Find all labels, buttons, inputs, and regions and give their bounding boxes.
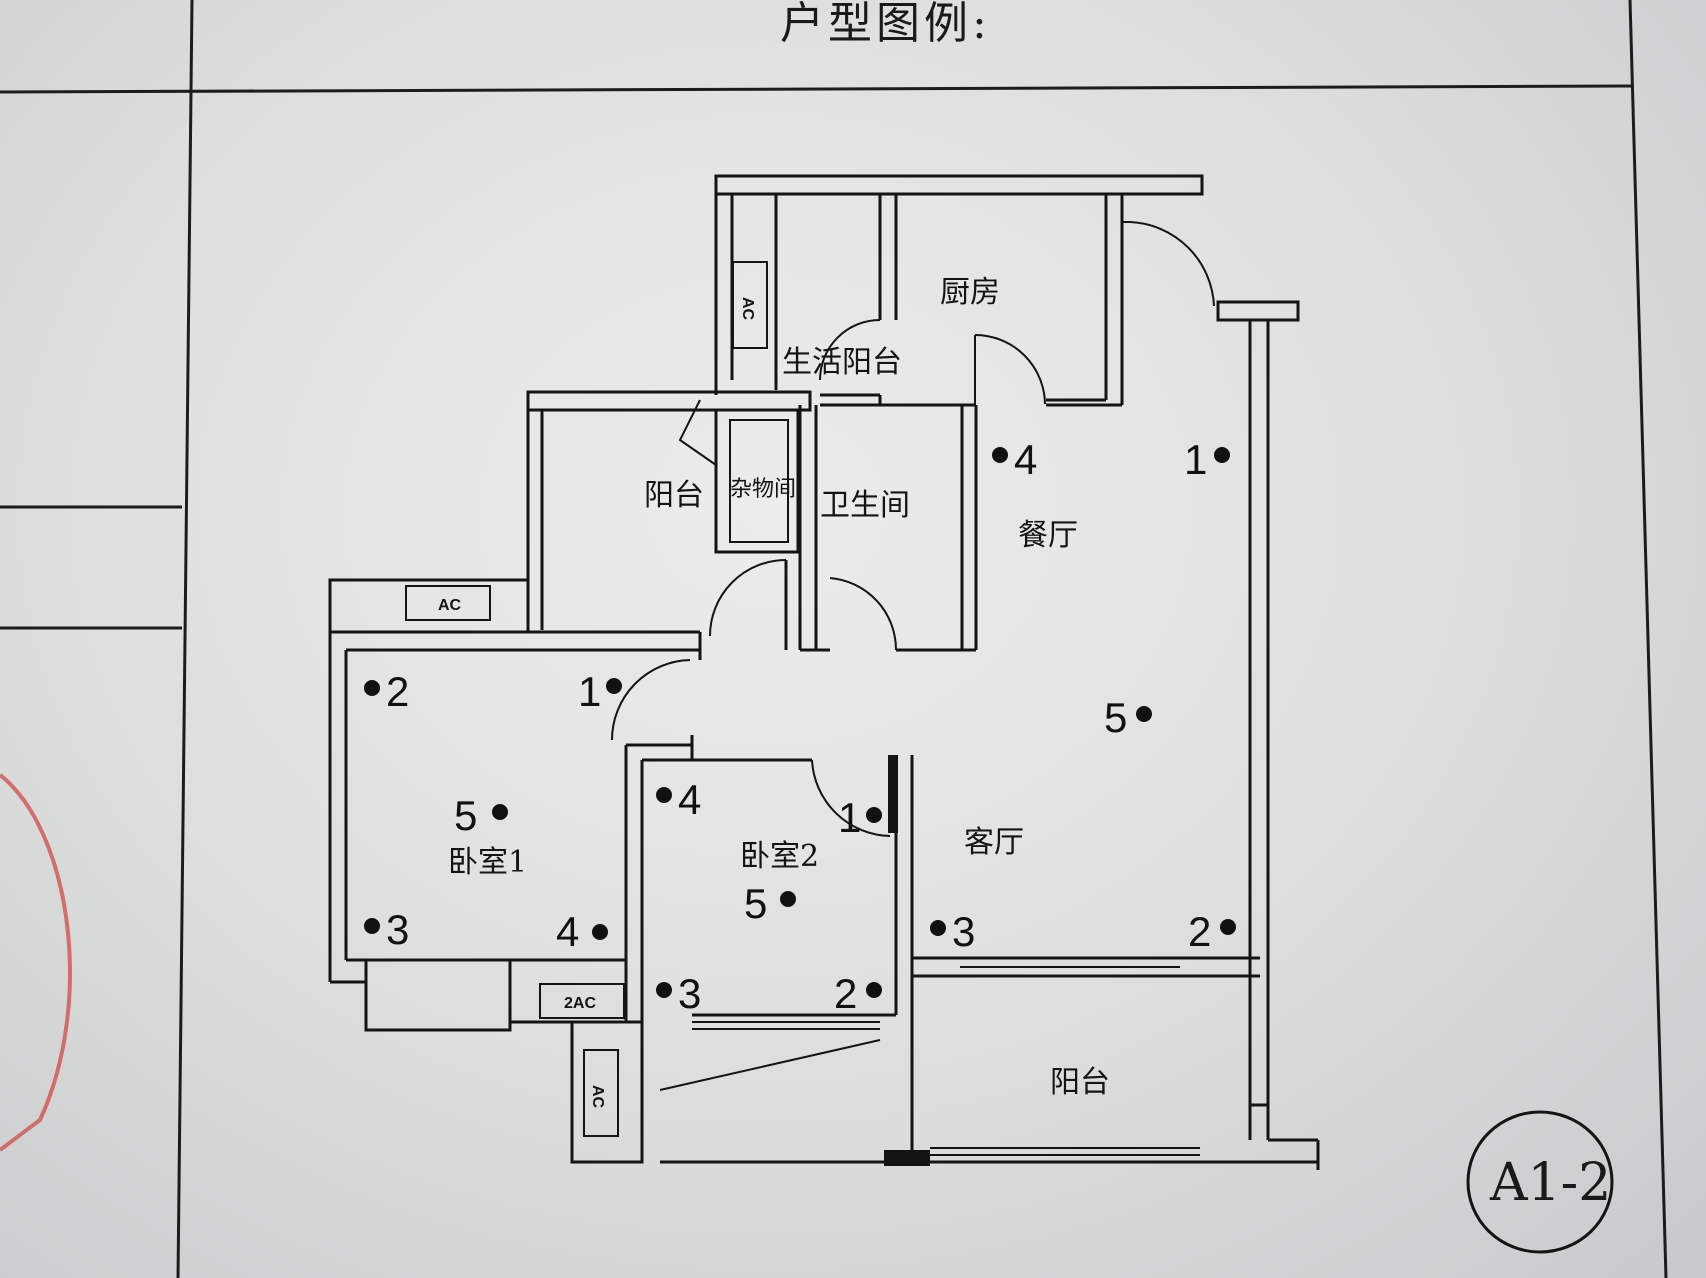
room-label-balcony-bottom: 阳台 <box>1050 1065 1110 1100</box>
plan-code-badge <box>1466 1110 1614 1254</box>
plan-code-label: A1-2 <box>1489 1153 1611 1213</box>
marker-dot <box>364 918 380 934</box>
marker-bed1-1: 1 <box>578 668 601 715</box>
red-stamp <box>0 773 72 1152</box>
balcony-ac-box <box>405 585 491 621</box>
marker-bed1-2: 2 <box>386 668 409 715</box>
room-label-dining: 餐厅 <box>1018 518 1078 553</box>
marker-dot <box>1136 706 1152 722</box>
walls <box>328 174 1320 1170</box>
balcony-ac-label: AC <box>438 597 462 614</box>
room-labels: 厨房 生活阳台 阳台 杂物间 卫生间 餐厅 客厅 卧室1 卧室2 阳台 <box>448 275 1110 1100</box>
room-label-storage: 杂物间 <box>730 477 796 502</box>
marker-dot <box>866 807 882 823</box>
outlet-markers: 4 1 5 3 2 2 1 5 3 4 4 1 5 3 2 <box>364 436 1236 1017</box>
marker-bed1-3: 3 <box>386 906 409 953</box>
bottom-ac-label: AC <box>589 1085 606 1109</box>
ac-units: AC AC 2AC AC <box>405 261 768 1137</box>
marker-bed2-2: 2 <box>834 970 857 1017</box>
marker-dot <box>780 891 796 907</box>
marker-bed1-4: 4 <box>556 908 579 955</box>
door-swings <box>611 221 1215 837</box>
marker-living-5: 5 <box>1104 694 1127 741</box>
room-label-bedroom2: 卧室2 <box>740 839 819 874</box>
marker-dot <box>656 982 672 998</box>
bottom-ac-box <box>583 1049 619 1137</box>
marker-bed2-3: 3 <box>678 970 701 1017</box>
kitchen-ac-label: AC <box>739 297 756 321</box>
marker-dot <box>592 924 608 940</box>
kitchen-ac-box <box>732 261 768 349</box>
sheet-frame <box>0 0 1668 1278</box>
marker-dining-1: 1 <box>1184 436 1207 483</box>
bedroom2-ac-box <box>539 983 625 1019</box>
page-title: 户型图例: <box>780 0 991 49</box>
bedroom2-ac-label: 2AC <box>564 995 596 1012</box>
marker-dot <box>606 678 622 694</box>
marker-dot <box>492 804 508 820</box>
marker-bed2-1: 1 <box>838 794 861 841</box>
marker-dining-4: 4 <box>1014 436 1037 483</box>
marker-dot <box>656 787 672 803</box>
marker-living-2: 2 <box>1188 908 1211 955</box>
marker-bed1-5: 5 <box>454 792 477 839</box>
marker-bed2-5: 5 <box>744 880 767 927</box>
marker-bed2-4: 4 <box>678 776 701 823</box>
marker-living-3: 3 <box>952 908 975 955</box>
room-label-balcony-top: 阳台 <box>644 478 704 513</box>
marker-dot <box>866 982 882 998</box>
marker-dot <box>364 680 380 696</box>
marker-dot <box>1220 919 1236 935</box>
marker-dot <box>992 447 1008 463</box>
marker-dot <box>930 920 946 936</box>
room-label-bedroom1: 卧室1 <box>448 845 527 880</box>
room-label-bathroom: 卫生间 <box>820 488 910 523</box>
marker-dot <box>1214 447 1230 463</box>
room-label-utility-balcony: 生活阳台 <box>782 345 902 380</box>
room-label-kitchen: 厨房 <box>940 275 1000 310</box>
room-label-living: 客厅 <box>964 825 1024 860</box>
